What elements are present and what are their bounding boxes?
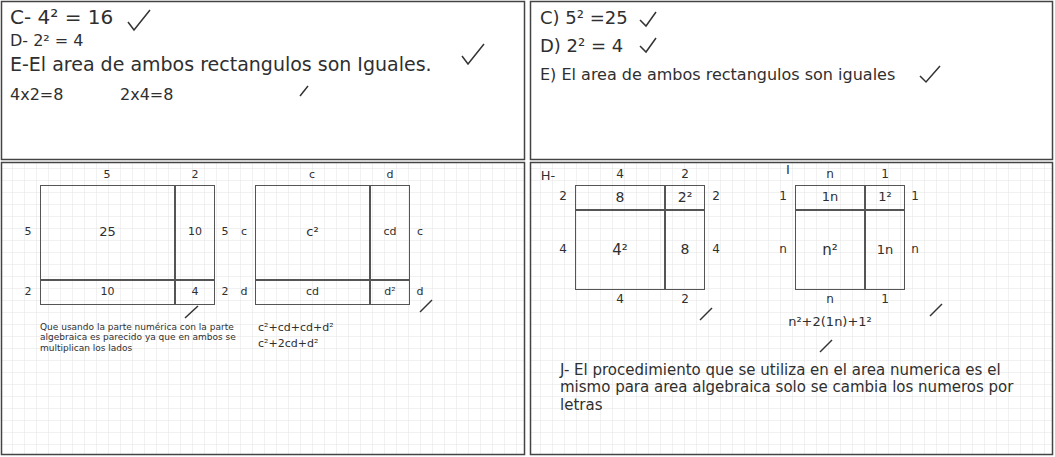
area-cell: 1² <box>865 185 905 210</box>
handwritten-note: D- 2² = 4 <box>10 32 84 50</box>
cell-value: 1n <box>822 190 839 204</box>
area-cell: cd <box>370 185 410 280</box>
cell-value: 8 <box>616 190 625 205</box>
dimension-label: H- <box>541 169 555 184</box>
handwritten-note: J- El procedimiento que se utiliza en el… <box>560 362 1030 414</box>
cell-value: c² <box>306 225 318 239</box>
area-cell: c² <box>255 185 370 280</box>
dimension-label: 2 <box>25 286 32 299</box>
cell-value: n² <box>822 242 838 259</box>
dimension-label: 2 <box>192 169 199 182</box>
cell-value: 2² <box>678 190 693 205</box>
dimension-label: 4 <box>559 243 567 257</box>
dimension-label: n <box>779 243 787 257</box>
area-cell: 10 <box>175 185 215 280</box>
area-cell: 25 <box>40 185 175 280</box>
cell-value: d² <box>384 286 395 298</box>
area-cell: cd <box>255 280 370 305</box>
dimension-label: 2 <box>681 293 689 307</box>
cell-value: cd <box>383 226 396 238</box>
area-cell: 8 <box>665 210 705 290</box>
dimension-label: 2 <box>222 286 229 299</box>
dimension-label: c <box>417 226 423 239</box>
handwritten-note: c²+cd+cd+d² <box>258 322 334 335</box>
dimension-label: n <box>911 243 919 257</box>
dimension-label: n <box>826 168 834 182</box>
dimension-label: c <box>309 169 315 182</box>
dimension-label: d <box>387 169 394 182</box>
dimension-label: 5 <box>222 226 229 239</box>
area-cell: 8 <box>575 185 665 210</box>
dimension-label: 2 <box>681 168 689 182</box>
dimension-label: 4 <box>712 243 720 257</box>
handwritten-note: D) 2² = 4 <box>540 36 623 57</box>
dimension-label: 4 <box>616 168 624 182</box>
cell-value: 8 <box>681 242 690 257</box>
handwritten-note: C- 4² = 16 <box>10 6 113 29</box>
area-cell: 1n <box>795 185 865 210</box>
cell-value: 10 <box>188 226 202 238</box>
area-cell: 2² <box>665 185 705 210</box>
cell-value: 4 <box>192 286 199 298</box>
area-cell: 10 <box>40 280 175 305</box>
dimension-label: 1 <box>779 190 787 204</box>
area-cell: 1n <box>865 210 905 290</box>
handwritten-note: C) 5² =25 <box>540 8 628 29</box>
dimension-label: 2 <box>559 190 567 204</box>
area-cell: d² <box>370 280 410 305</box>
cell-value: 10 <box>101 286 115 298</box>
dimension-label: I <box>786 163 790 178</box>
dimension-label: d <box>241 286 248 299</box>
cell-value: 1n <box>877 243 894 257</box>
dimension-label: 4 <box>616 293 624 307</box>
handwritten-note: E-El area de ambos rectangulos son Igual… <box>10 54 432 76</box>
handwritten-note: Que usando la parte numérica con la part… <box>40 322 240 353</box>
dimension-label: 1 <box>881 168 889 182</box>
dimension-label: c <box>241 226 247 239</box>
dimension-label: 5 <box>25 226 32 239</box>
cell-value: 1² <box>878 190 891 204</box>
dimension-label: 1 <box>911 190 919 204</box>
handwritten-note: c²+2cd+d² <box>258 338 318 351</box>
handwritten-note: E) El area de ambos rectangulos son igua… <box>540 66 895 84</box>
dimension-label: n²+2(1n)+1² <box>788 315 872 330</box>
area-cell: 4 <box>175 280 215 305</box>
handwritten-note: 2x4=8 <box>120 86 173 104</box>
cell-value: cd <box>306 286 319 298</box>
dimension-label: 1 <box>881 293 889 307</box>
dimension-label: d <box>417 286 424 299</box>
cell-value: 25 <box>99 225 116 239</box>
area-cell: n² <box>795 210 865 290</box>
dimension-label: 5 <box>104 169 111 182</box>
handwritten-note: 4x2=8 <box>10 86 63 104</box>
area-cell: 4² <box>575 210 665 290</box>
cell-value: 4² <box>612 242 628 259</box>
dimension-label: n <box>826 293 834 307</box>
dimension-label: 2 <box>712 190 720 204</box>
